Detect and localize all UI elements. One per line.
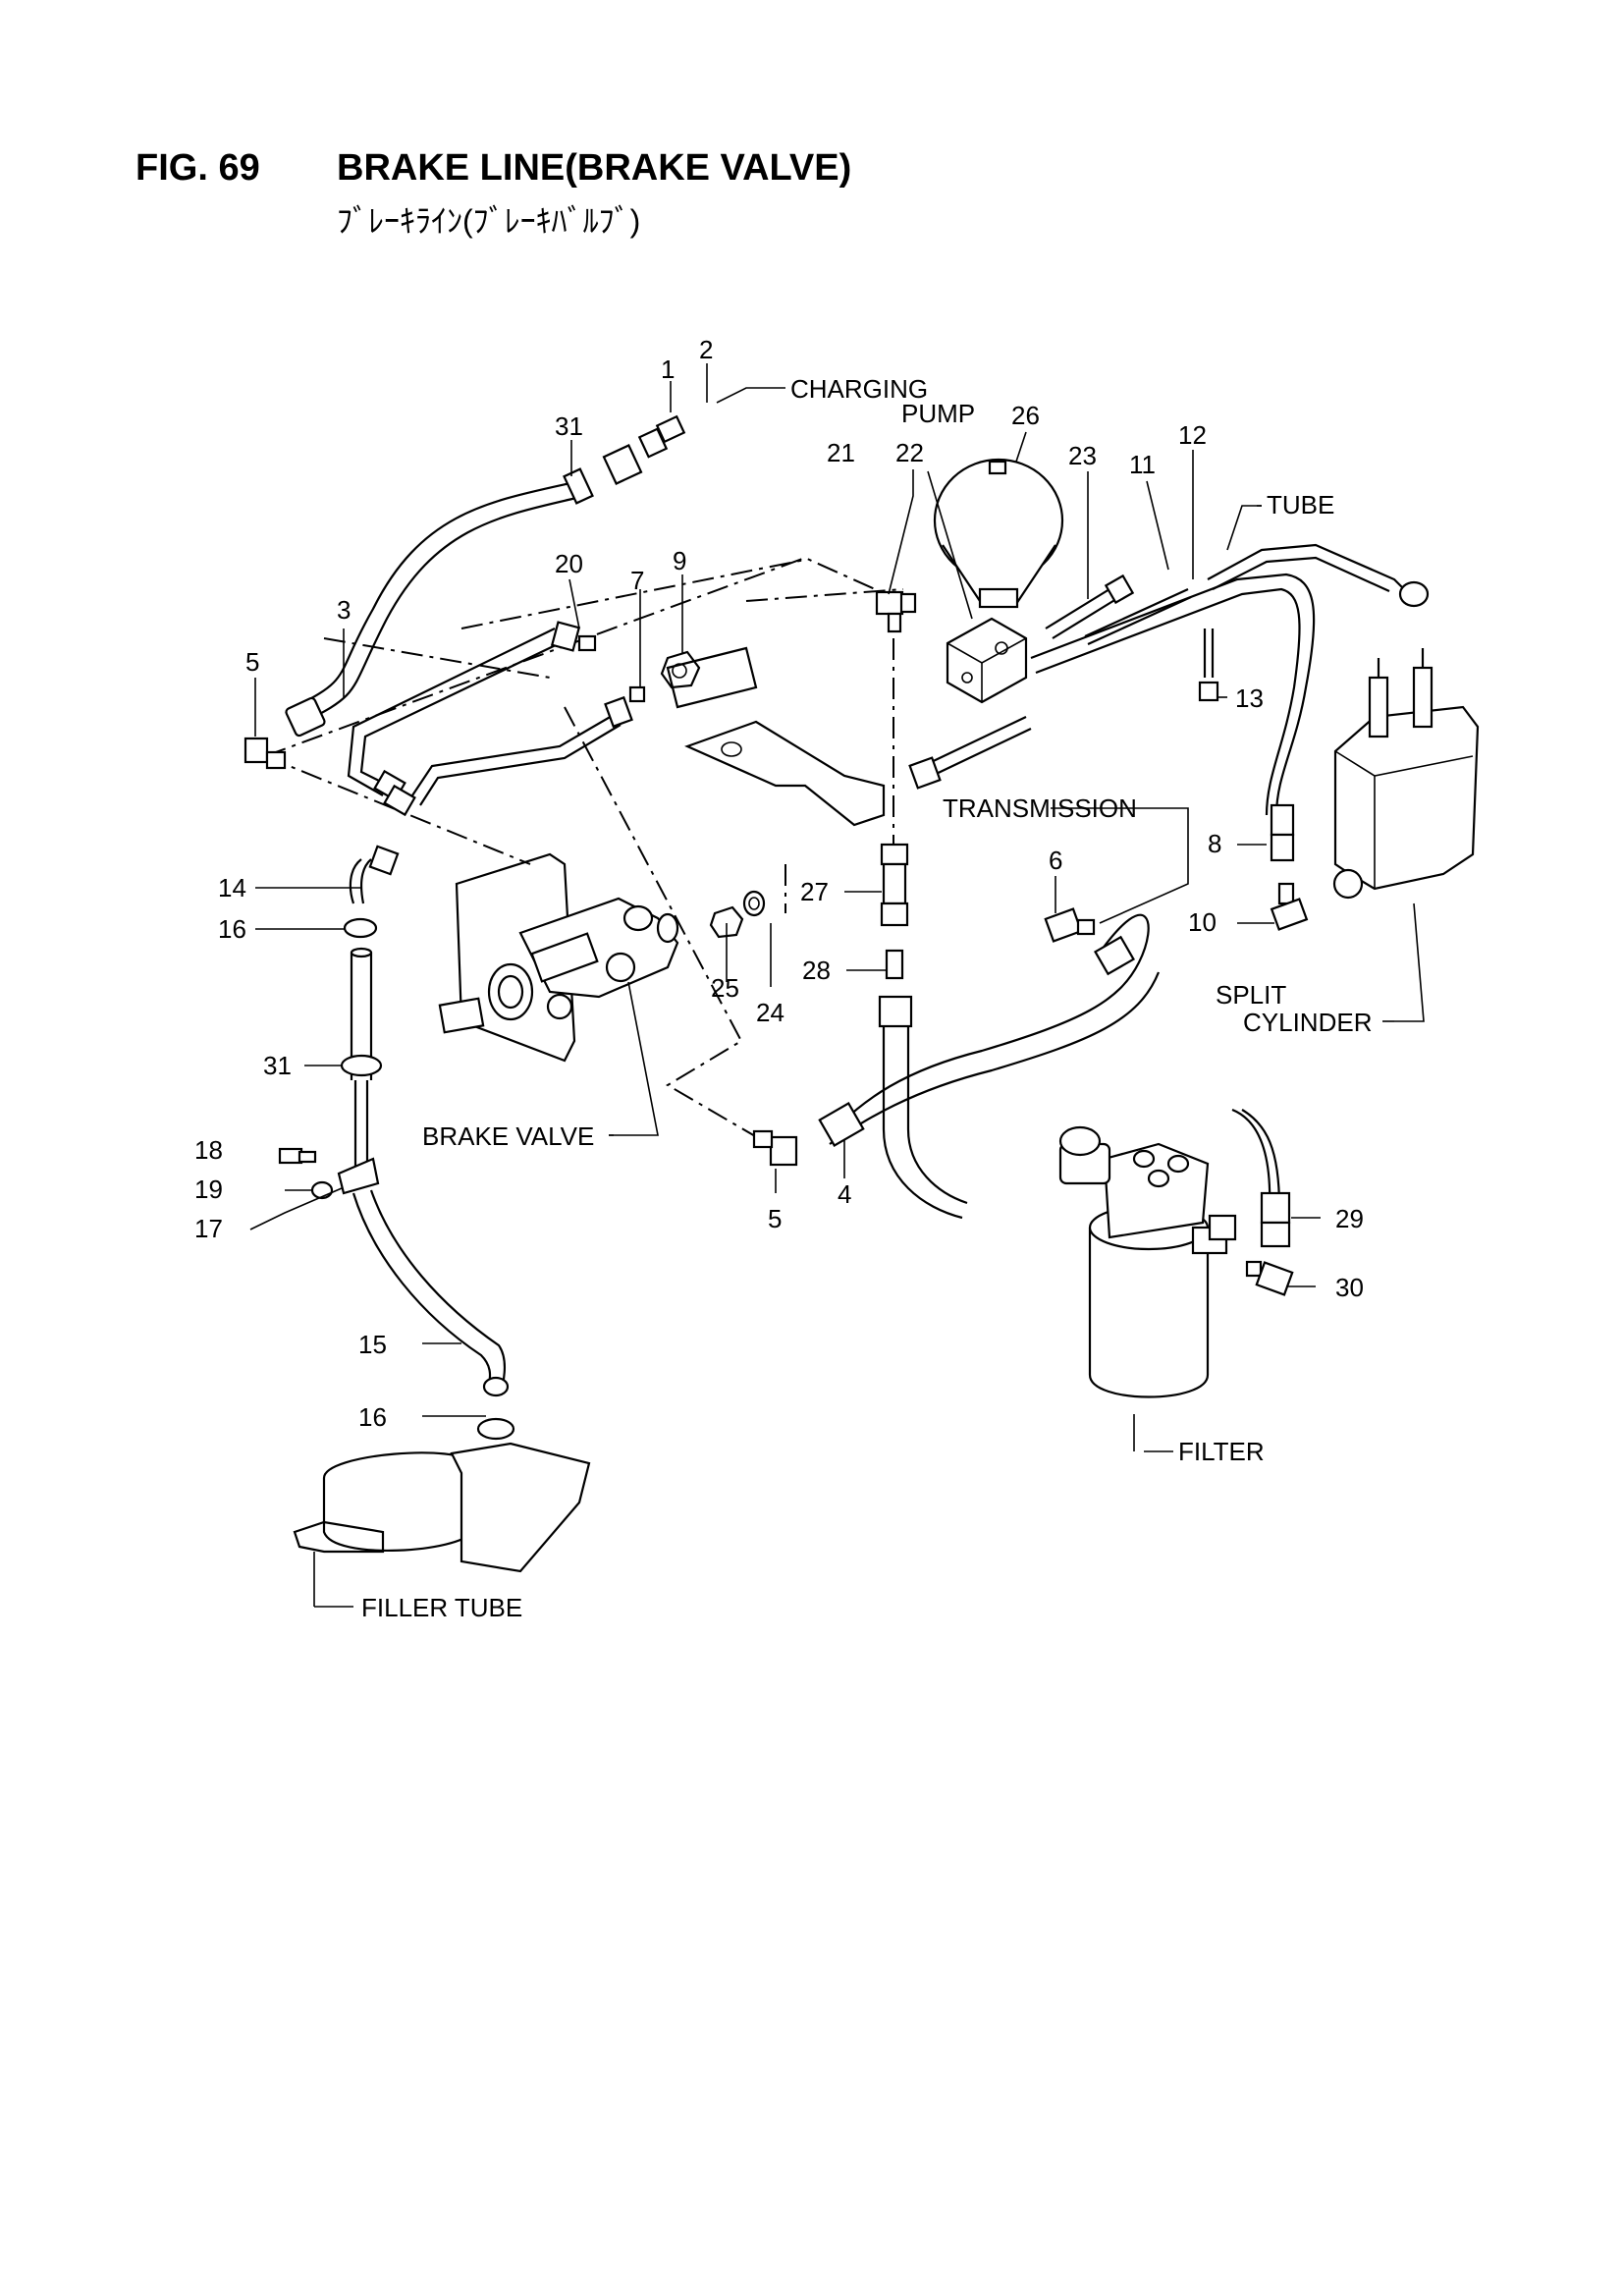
figure-number: FIG. 69: [135, 147, 260, 189]
filler-tube-drawing: [293, 1442, 591, 1573]
label-brake-valve: BRAKE VALVE: [422, 1121, 594, 1151]
callout-7: 7: [630, 566, 644, 595]
callout-3: 3: [337, 595, 351, 625]
label-filler-tube: FILLER TUBE: [361, 1593, 522, 1622]
callout-25: 25: [711, 973, 739, 1003]
leader-lines: [249, 363, 1425, 1607]
callout-5-lower: 5: [768, 1204, 782, 1233]
callout-8: 8: [1208, 829, 1221, 858]
charging-block: [946, 617, 1028, 704]
callout-13: 13: [1235, 683, 1264, 713]
callout-28: 28: [802, 956, 831, 985]
label-tube: TUBE: [1267, 490, 1334, 519]
label-filter: FILTER: [1178, 1437, 1265, 1466]
callout-19: 19: [194, 1175, 223, 1204]
fitting-31-top: [563, 414, 686, 505]
component-labels: CHARGING PUMP TUBE TRANSMISSION SPLIT CY…: [361, 374, 1372, 1622]
callout-18: 18: [194, 1135, 223, 1165]
callout-22: 22: [895, 438, 924, 467]
callout-16-lower: 16: [358, 1402, 387, 1432]
callout-14: 14: [218, 873, 246, 902]
callout-29: 29: [1335, 1204, 1364, 1233]
callout-21: 21: [827, 438, 855, 467]
split-cylinder: [1332, 648, 1480, 900]
label-charging-pump-line2: PUMP: [901, 399, 975, 428]
callout-15: 15: [358, 1330, 387, 1359]
callout-31-left: 31: [263, 1051, 292, 1080]
callout-2: 2: [699, 335, 713, 364]
callouts: 1 2 31 26 22 21 23 11 12 20 7 9 3 5 13 8…: [194, 335, 1364, 1432]
figure-subtitle: ﾌﾞﾚｰｷﾗｲﾝ(ﾌﾞﾚｰｷﾊﾞﾙﾌﾞ): [337, 203, 641, 239]
callout-24: 24: [756, 998, 784, 1027]
callout-31-top: 31: [555, 411, 583, 441]
filter-assembly: [1058, 1125, 1237, 1398]
callout-12: 12: [1178, 420, 1207, 450]
label-charging-pump-line1: CHARGING: [790, 374, 928, 404]
callout-27: 27: [800, 877, 829, 906]
callout-11: 11: [1129, 450, 1156, 479]
figure-title: BRAKE LINE(BRAKE VALVE): [337, 147, 852, 189]
callout-17: 17: [194, 1214, 223, 1243]
label-split-cylinder-line1: SPLIT: [1216, 980, 1286, 1010]
accumulator-26: [933, 458, 1064, 609]
callout-20: 20: [555, 549, 583, 578]
callout-16-upper: 16: [218, 914, 246, 944]
label-split-cylinder-line2: CYLINDER: [1243, 1008, 1372, 1037]
parts-drawing: [243, 414, 1480, 1573]
callout-1: 1: [661, 355, 675, 384]
label-transmission: TRANSMISSION: [943, 793, 1137, 823]
callout-9: 9: [673, 546, 686, 575]
callout-30: 30: [1335, 1273, 1364, 1302]
brake-valve-body: [438, 897, 679, 1034]
callout-4: 4: [838, 1179, 851, 1209]
callout-10: 10: [1188, 907, 1217, 937]
callout-23: 23: [1068, 441, 1097, 470]
callout-26: 26: [1011, 401, 1040, 430]
callout-5-top: 5: [245, 647, 259, 677]
callout-6: 6: [1049, 846, 1062, 875]
